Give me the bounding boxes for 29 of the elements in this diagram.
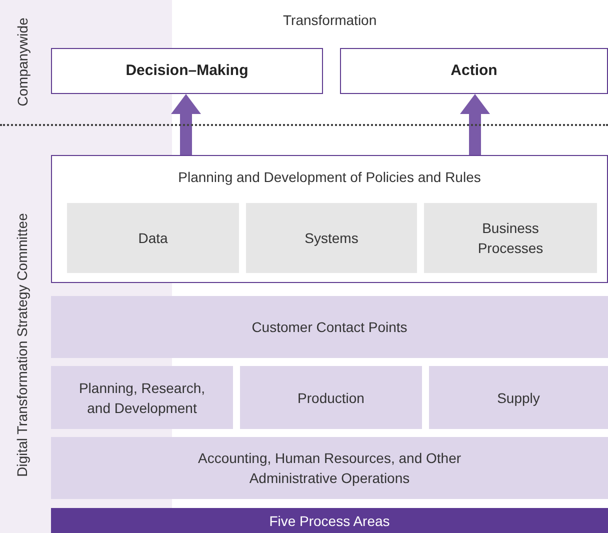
box-label: Accounting, Human Resources, and Other Administrative Operations — [196, 449, 462, 488]
box-label: Production — [298, 388, 364, 408]
process-area-box — [51, 296, 608, 358]
process-area-box — [51, 366, 233, 429]
box-label: Customer Contact Points — [252, 318, 408, 337]
process-area-box — [51, 437, 608, 499]
category-box — [424, 203, 597, 273]
heading: Transformation — [283, 12, 377, 28]
arrow — [171, 94, 201, 155]
box-label: Business Processes — [476, 219, 544, 258]
category-box — [67, 203, 239, 273]
box-label: Five Process Areas — [269, 512, 390, 530]
box-label: Planning, Research, and Development — [78, 378, 206, 418]
section-label: Companywide — [14, 18, 30, 106]
action-box — [51, 48, 323, 94]
box-label: Systems — [304, 229, 358, 248]
box-label: Action — [450, 61, 498, 81]
footer-bar — [51, 508, 608, 533]
box-label: Decision–Making — [126, 61, 248, 81]
box-label: Supply — [497, 388, 540, 408]
arrow — [460, 94, 490, 155]
category-box — [246, 203, 417, 273]
policy-panel — [51, 155, 608, 283]
box-label: Data — [138, 229, 168, 248]
action-box — [340, 48, 608, 94]
process-area-box — [429, 366, 608, 429]
process-area-box — [240, 366, 422, 429]
panel-title: Planning and Development of Policies and Rules — [178, 168, 481, 187]
section-label: Digital Transformation Strategy Committee — [14, 213, 30, 477]
